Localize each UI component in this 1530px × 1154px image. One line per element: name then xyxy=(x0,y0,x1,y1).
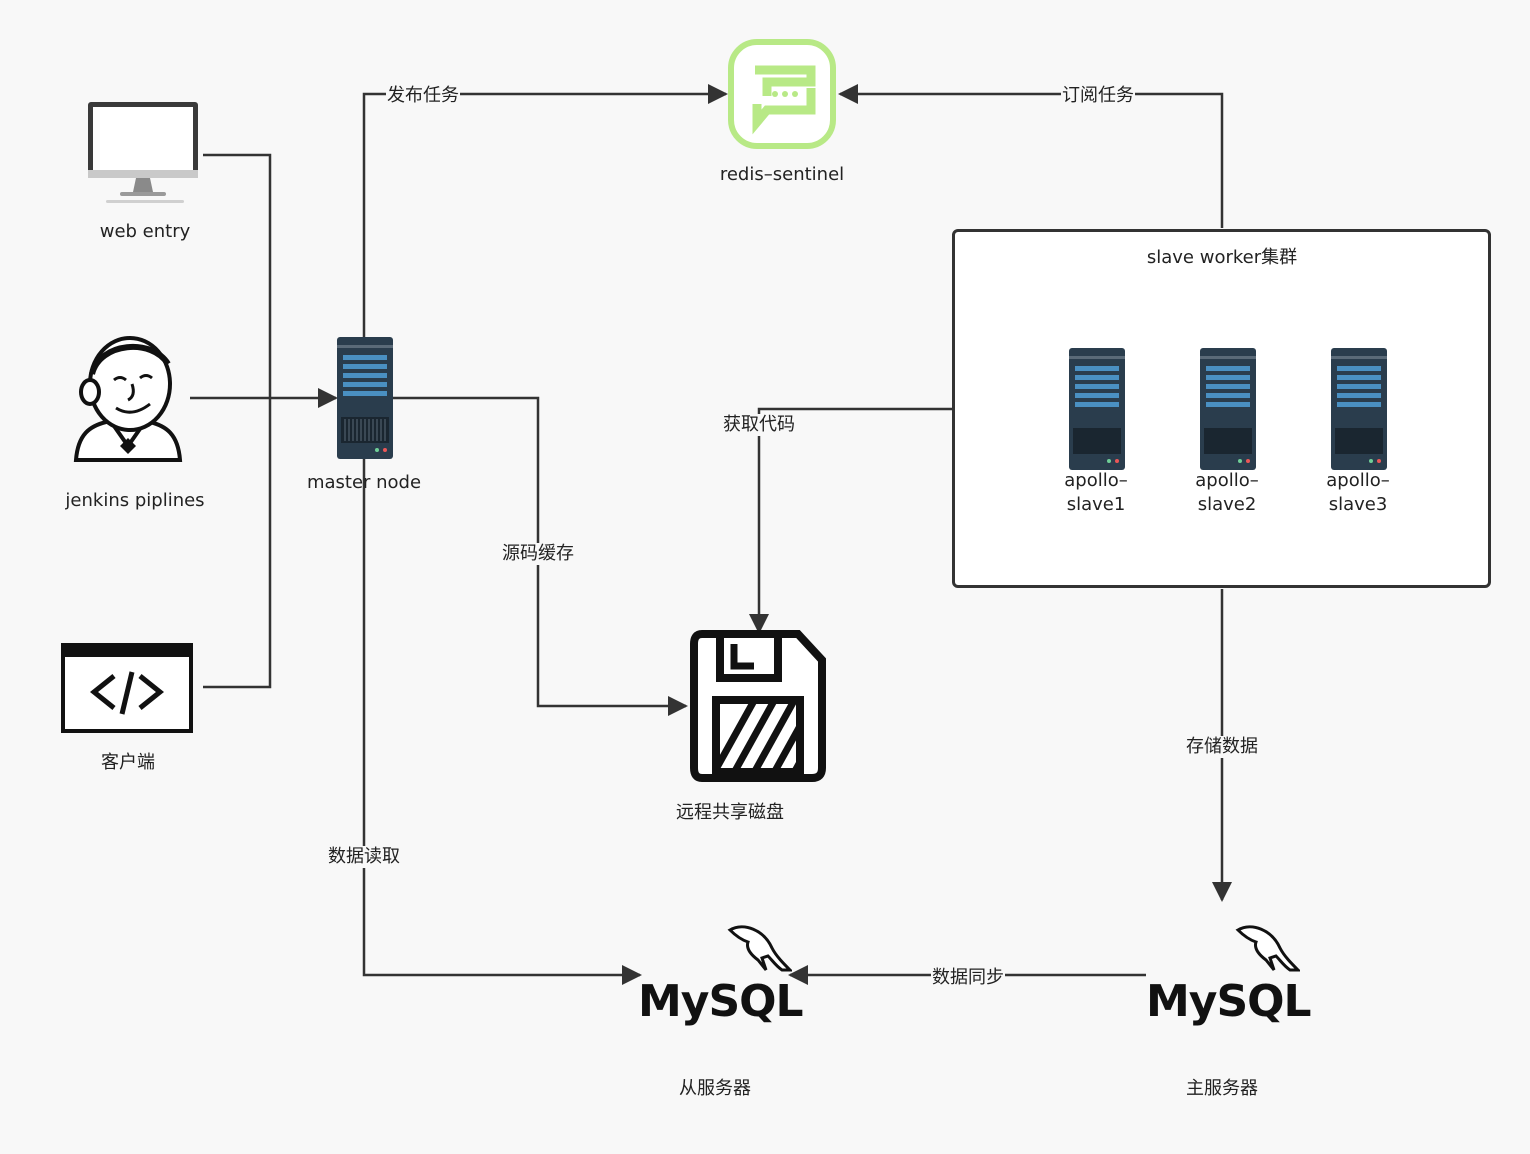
mysql-master-logo: MySQL xyxy=(1146,976,1312,1027)
edge-label-sync-data: 数据同步 xyxy=(931,967,1005,989)
cluster-title: slave worker集群 xyxy=(1146,247,1298,268)
jenkins-label: jenkins piplines xyxy=(65,490,205,511)
server-icon xyxy=(1069,348,1125,470)
floppy-disk-icon xyxy=(690,630,826,782)
server-icon xyxy=(337,337,393,459)
redis-sentinel-label: redis–sentinel xyxy=(719,164,845,185)
code-window-icon xyxy=(61,643,193,733)
slave1-label-line1: apollo– xyxy=(1064,470,1128,491)
slave2-label-line1: apollo– xyxy=(1195,470,1259,491)
slave1-label-line2: slave1 xyxy=(1066,494,1126,515)
dolphin-icon xyxy=(727,925,792,972)
jenkins-icon xyxy=(73,336,183,462)
edge-label-subscribe: 订阅任务 xyxy=(1061,85,1135,107)
edge-publish xyxy=(362,84,728,340)
mysql-master-label: 主服务器 xyxy=(1186,1078,1258,1099)
slave3-label-line2: slave3 xyxy=(1328,494,1388,515)
edge-label-store-data: 存储数据 xyxy=(1185,736,1259,758)
edge-read-data xyxy=(362,458,642,985)
slave2-label-line2: slave2 xyxy=(1197,494,1257,515)
server-icon xyxy=(1200,348,1256,470)
server-icon xyxy=(1331,348,1387,470)
disk-label: 远程共享磁盘 xyxy=(676,802,784,823)
edge-label-source-cache: 源码缓存 xyxy=(501,543,575,565)
edge-subscribe xyxy=(838,84,1224,228)
web-entry-label: web entry xyxy=(99,221,191,242)
edge-fetch-code xyxy=(749,407,952,634)
edge-web-entry xyxy=(203,153,272,398)
edge-label-publish: 发布任务 xyxy=(386,85,460,107)
edge-label-read-data: 数据读取 xyxy=(327,846,401,868)
master-node-label: master node xyxy=(306,472,422,493)
edge-label-fetch-code: 获取代码 xyxy=(722,414,796,436)
monitor-icon xyxy=(88,102,198,203)
redis-sentinel-icon xyxy=(728,39,836,149)
slave3-label-line1: apollo– xyxy=(1326,470,1390,491)
dolphin-icon xyxy=(1235,925,1300,972)
client-label: 客户端 xyxy=(101,752,155,773)
mysql-slave-logo: MySQL xyxy=(638,976,804,1027)
mysql-slave-label: 从服务器 xyxy=(679,1078,751,1099)
edge-client xyxy=(203,398,272,689)
